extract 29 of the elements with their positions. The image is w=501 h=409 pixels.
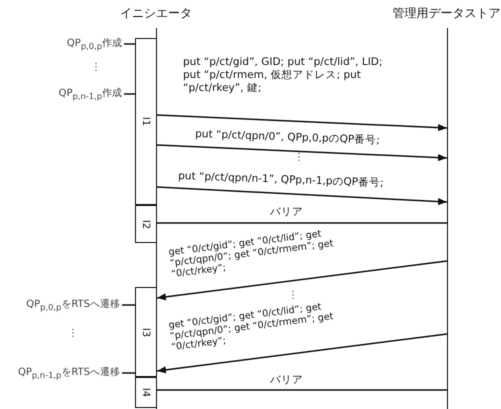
phase-box: I2 — [135, 205, 157, 243]
message-arrow — [156, 114, 448, 132]
message-arrow — [156, 333, 448, 374]
message-arrow — [156, 260, 448, 300]
step-text: QP$_{p,0,p}$をRTSへ遷移 — [2, 297, 120, 313]
leader-line — [124, 93, 135, 95]
message-arrow — [156, 144, 448, 162]
step-text: QP$_{p,n-1,p}$作成 — [10, 86, 122, 102]
step-text: QP$_{p,n-1,p}$をRTSへ遷移 — [2, 365, 120, 381]
step-text: QP$_{p,0,p}$作成 — [20, 36, 122, 52]
message-label: バリア — [270, 206, 303, 219]
message-arrow — [156, 186, 448, 206]
message-label: put “p/ct/gid”, GID; put “p/ct/lid”, LID; put “p/ct/rmem, 仮想アドレス; put “p/ct/rkey”, 鍵; — [183, 56, 383, 95]
phase-box: I4 — [135, 377, 157, 408]
phase-box: I1 — [135, 38, 157, 205]
leader-line — [122, 304, 135, 306]
lifeline-header: イニシエータ — [120, 6, 192, 20]
ellipsis: ⋮ — [91, 62, 101, 73]
leader-line — [124, 43, 135, 45]
ellipsis: ⋮ — [68, 328, 78, 339]
lifeline-header: 管理用データストア — [392, 6, 500, 20]
barrier-line — [157, 222, 447, 224]
lifeline — [392, 5, 501, 409]
barrier-line — [157, 389, 447, 391]
ellipsis: ⋮ — [294, 152, 304, 163]
leader-line — [122, 372, 135, 374]
phase-box: I3 — [135, 287, 157, 377]
message-label: バリア — [270, 374, 303, 387]
ellipsis: ⋮ — [288, 290, 298, 301]
